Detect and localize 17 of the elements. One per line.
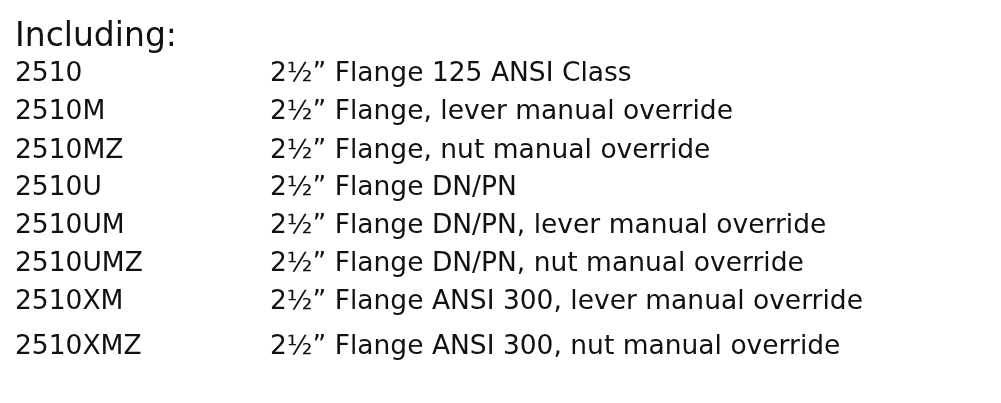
model-number: 2510MZ [15, 135, 124, 163]
model-description: 2½” Flange DN/PN [270, 172, 517, 200]
model-number: 2510UM [15, 210, 125, 238]
model-number: 2510M [15, 96, 106, 124]
model-number: 2510 [15, 58, 83, 86]
model-description: 2½” Flange, nut manual override [270, 135, 711, 163]
model-description: 2½” Flange ANSI 300, nut manual override [270, 331, 841, 359]
model-description: 2½” Flange DN/PN, nut manual override [270, 248, 804, 276]
model-description: 2½” Flange, lever manual override [270, 96, 733, 124]
heading: Including: [15, 17, 177, 51]
model-description: 2½” Flange ANSI 300, lever manual override [270, 286, 863, 314]
model-number: 2510U [15, 172, 102, 200]
model-number: 2510UMZ [15, 248, 143, 276]
model-number: 2510XMZ [15, 331, 142, 359]
model-description: 2½” Flange DN/PN, lever manual override [270, 210, 827, 238]
model-description: 2½” Flange 125 ANSI Class [270, 58, 632, 86]
model-number: 2510XM [15, 286, 124, 314]
